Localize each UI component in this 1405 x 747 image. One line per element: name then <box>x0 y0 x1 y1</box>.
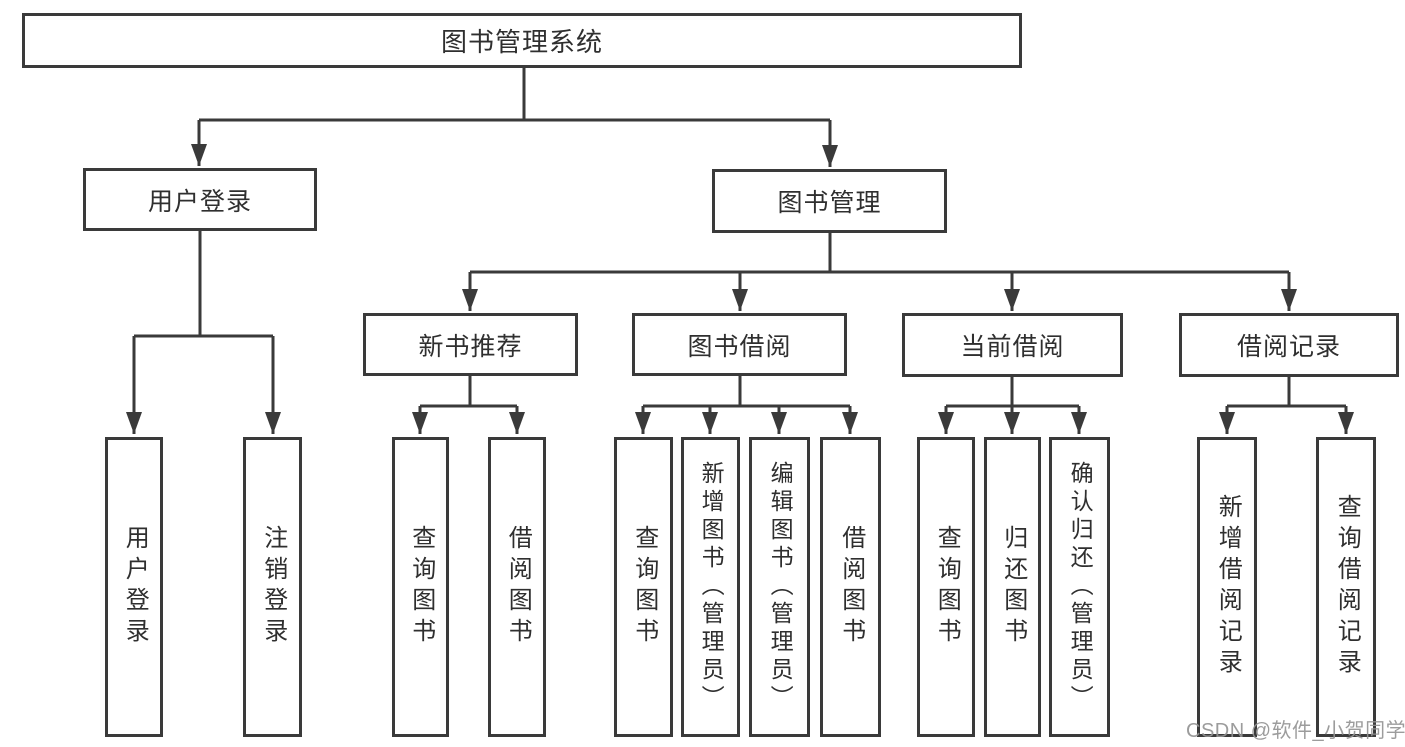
leaf-return-books: 归还图书 <box>984 437 1041 737</box>
leaf-label: 查询图书 <box>407 525 435 649</box>
leaf-label: 编辑图书（管理员） <box>767 461 794 713</box>
node-label: 图书管理系统 <box>440 27 603 57</box>
node-label: 图书管理 <box>777 189 882 217</box>
node-new-book-recommendation: 新书推荐 <box>363 313 578 376</box>
node-book-management: 图书管理 <box>712 169 947 233</box>
leaf-label: 查询图书 <box>630 525 658 649</box>
leaf-confirm-return-admin: 确认归还（管理员） <box>1049 437 1110 737</box>
leaf-label: 新增图书（管理员） <box>698 461 725 713</box>
leaf-borrow-books-borrowing: 借阅图书 <box>820 437 881 737</box>
node-current-borrowing: 当前借阅 <box>902 313 1123 377</box>
csdn-watermark: CSDN @软件_小贺同学 <box>1186 720 1405 742</box>
leaf-logout: 注销登录 <box>243 437 302 737</box>
node-library-management-system: 图书管理系统 <box>22 13 1022 68</box>
node-label: 图书借阅 <box>687 332 792 361</box>
leaf-label: 新增借阅记录 <box>1214 494 1242 680</box>
leaf-edit-books-admin: 编辑图书（管理员） <box>749 437 810 737</box>
leaf-query-books-borrowing: 查询图书 <box>614 437 673 737</box>
node-label: 借阅记录 <box>1236 333 1341 361</box>
leaf-label: 归还图书 <box>999 525 1027 649</box>
leaf-query-borrowing-record: 查询借阅记录 <box>1316 437 1376 737</box>
leaf-add-books-admin: 新增图书（管理员） <box>681 437 740 737</box>
leaf-add-borrowing-record: 新增借阅记录 <box>1197 437 1257 737</box>
node-user-login: 用户登录 <box>83 168 317 231</box>
node-label: 用户登录 <box>147 187 252 216</box>
leaf-label: 查询借阅记录 <box>1333 494 1361 680</box>
leaf-label: 确认归还（管理员） <box>1067 461 1094 713</box>
leaf-label: 借阅图书 <box>837 525 865 649</box>
leaf-query-books-recommendation: 查询图书 <box>392 437 449 737</box>
node-book-borrowing: 图书借阅 <box>632 313 847 376</box>
leaf-user-login: 用户登录 <box>105 437 163 737</box>
leaf-label: 查询图书 <box>933 525 961 649</box>
leaf-borrow-books-recommendation: 借阅图书 <box>488 437 546 737</box>
node-borrowing-records: 借阅记录 <box>1179 313 1399 377</box>
node-label: 当前借阅 <box>960 333 1065 361</box>
node-label: 新书推荐 <box>418 332 523 361</box>
leaf-label: 用户登录 <box>121 525 149 649</box>
leaf-label: 注销登录 <box>259 525 287 649</box>
leaf-query-books-current: 查询图书 <box>917 437 975 737</box>
leaf-label: 借阅图书 <box>504 525 532 649</box>
